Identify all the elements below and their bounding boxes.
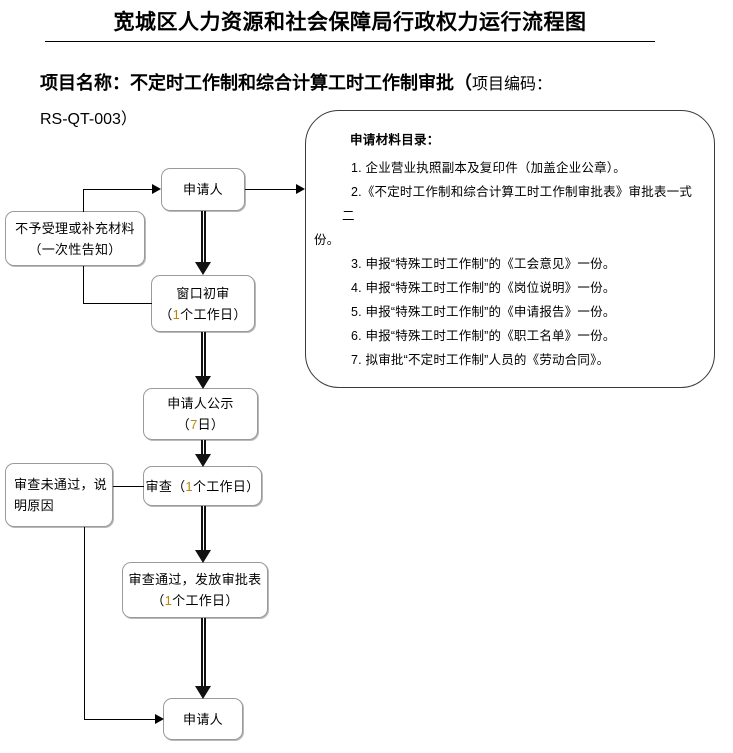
node-label: 申请人 <box>183 711 223 727</box>
material-item: 3. 申报“特殊工时工作制”的《工会意见》一份。 <box>351 257 616 271</box>
connector-examination-to-failed <box>113 486 144 487</box>
flow-node-window-review[interactable]: 窗口初审 （1个工作日） <box>151 275 255 332</box>
flow-node-public-notice[interactable]: 申请人公示 （7日） <box>143 388 258 440</box>
material-item: 5. 申报“特殊工时工作制”的《申请报告》一份。 <box>351 305 616 319</box>
material-item: 1. 企业营业执照副本及复印件（加盖企业公章）。 <box>351 161 626 175</box>
connector-reject-to-applicant <box>83 189 155 190</box>
node-label: 申请人公示 <box>167 396 234 411</box>
connector-reject-vertical-lower <box>83 266 84 304</box>
material-item: 7. 拟审批“不定时工作制”人员的《劳动合同》。 <box>351 353 610 367</box>
project-name-line: 项目名称：不定时工作制和综合计算工时工作制审批（项目编码： RS-QT-003） <box>40 66 680 137</box>
project-name-label: 项目名称：不定时工作制和综合计算工时工作制审批（ <box>40 73 472 93</box>
duration-value: 1 <box>172 306 181 322</box>
node-sublabel: （1个工作日） <box>151 593 239 608</box>
node-label: 审查未通过，说 <box>14 477 108 492</box>
connector-window-review-to-reject <box>83 303 152 304</box>
page-title: 宽城区人力资源和社会保障局行政权力运行流程图 <box>113 10 587 34</box>
connector-public-notice-to-examination <box>195 440 211 467</box>
title-divider <box>45 41 655 42</box>
node-label: 审查（1个工作日） <box>145 478 260 494</box>
flow-node-applicant-top[interactable]: 申请人 <box>161 168 245 211</box>
arrowhead-to-applicant-bottom <box>155 714 164 724</box>
connector-failed-vertical <box>84 527 85 720</box>
connector-applicant-to-window-review <box>195 211 211 275</box>
node-label: 审查通过，发放审批表 <box>128 572 262 587</box>
arrowhead-to-applicant-top <box>152 184 161 194</box>
node-label: 窗口初审 <box>176 285 230 301</box>
project-code-label: 项目编码： <box>472 76 553 93</box>
node-sublabel: （一次性告知） <box>28 241 122 257</box>
node-sublabel: （1个工作日） <box>159 306 247 322</box>
arrowhead-to-materials <box>296 184 305 194</box>
connector-failed-to-applicant-bottom <box>84 719 158 720</box>
duration-value: 7 <box>190 417 198 432</box>
connector-examination-to-passed <box>195 506 211 563</box>
material-item-continuation: 份。 <box>314 233 340 247</box>
connector-applicant-to-materials <box>245 189 297 190</box>
node-sublabel: 明原因 <box>14 498 54 513</box>
flow-node-examination[interactable]: 审查（1个工作日） <box>143 466 262 506</box>
flow-node-applicant-bottom[interactable]: 申请人 <box>163 698 243 740</box>
connector-window-review-to-public-notice <box>195 332 211 389</box>
material-item: 2.《不定时工作制和综合计算工时工作制审批表》审批表一式二 <box>342 185 693 223</box>
duration-value: 1 <box>164 593 173 608</box>
application-materials-panel: 申请材料目录： 1. 企业营业执照副本及复印件（加盖企业公章）。 2.《不定时工… <box>305 110 715 388</box>
material-item: 4. 申报“特殊工时工作制”的《岗位说明》一份。 <box>351 281 616 295</box>
duration-value: 1 <box>185 478 193 494</box>
flow-node-reject-or-supplement[interactable]: 不予受理或补充材料 （一次性告知） <box>5 211 145 266</box>
flow-node-examination-passed[interactable]: 审查通过，发放审批表 （1个工作日） <box>122 562 268 618</box>
material-item: 6. 申报“特殊工时工作制”的《职工名单》一份。 <box>351 329 616 343</box>
connector-reject-vertical-upper <box>83 189 84 212</box>
node-label: 申请人 <box>183 182 223 197</box>
project-code-value: RS-QT-003） <box>40 111 137 128</box>
materials-panel-title: 申请材料目录： <box>350 133 440 147</box>
node-sublabel: （7日） <box>176 417 225 432</box>
connector-passed-to-applicant-bottom <box>195 618 211 699</box>
node-label: 不予受理或补充材料 <box>15 220 135 236</box>
flow-node-examination-failed[interactable]: 审查未通过，说 明原因 <box>5 463 113 527</box>
